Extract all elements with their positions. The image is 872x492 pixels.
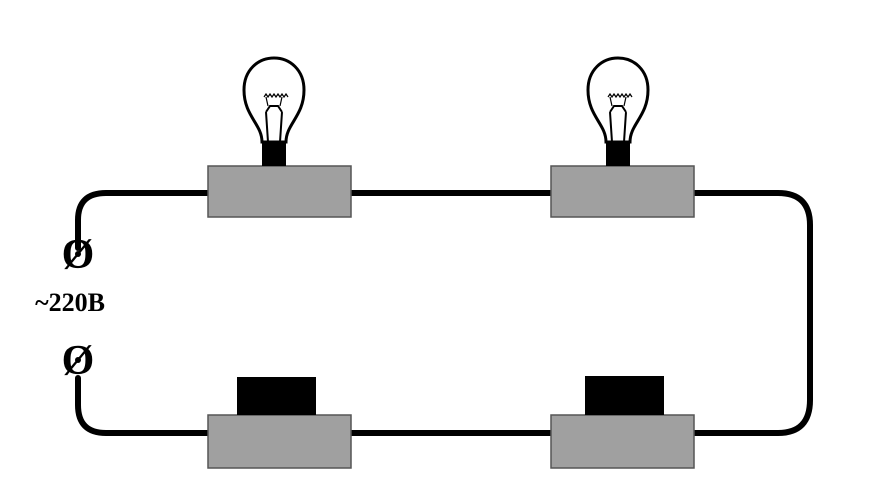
light-bulb-icon <box>242 56 306 166</box>
switch-base-2 <box>550 414 695 469</box>
lamp-socket-2 <box>550 165 695 218</box>
terminal-top-symbol: Ø <box>62 232 95 278</box>
wire-top-left <box>75 190 213 251</box>
switch-1 <box>207 377 352 469</box>
terminal-bottom-symbol: Ø <box>62 338 95 384</box>
lamp-2 <box>550 56 695 218</box>
lamp-socket-1 <box>207 165 352 218</box>
switch-2 <box>550 376 695 469</box>
wire-bottom-left <box>75 375 213 436</box>
lamp-1 <box>207 56 352 218</box>
terminal-top-dot <box>75 251 81 257</box>
circuit-wire <box>75 190 813 436</box>
terminal-bottom-dot <box>75 357 81 363</box>
switch-base-1 <box>207 414 352 469</box>
wire-right-loop <box>694 190 813 436</box>
light-bulb-icon <box>586 56 650 166</box>
switch-cap-1 <box>237 377 316 415</box>
switch-cap-2 <box>585 376 664 415</box>
voltage-label: ~220B <box>35 288 105 317</box>
power-source: Ø ~220B Ø <box>35 232 105 384</box>
